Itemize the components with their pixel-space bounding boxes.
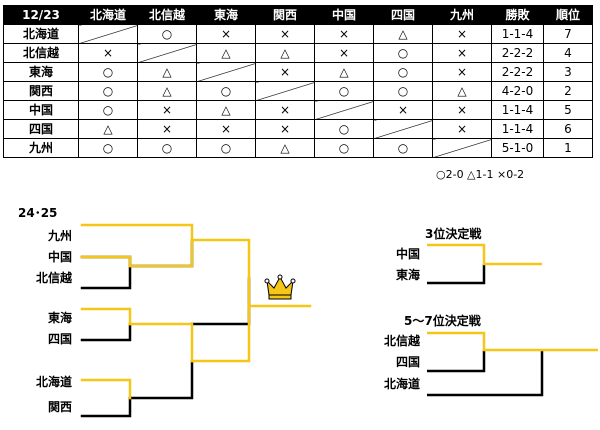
fifth-place-title: 5～7位決定戦 [404,313,482,328]
bracket-date: 24･25 [18,206,57,220]
third-team-1: 中国 [396,246,420,261]
result-cell: ○ [78,138,138,158]
legend: ○2-0 △1-1 ×0-2 [436,168,525,181]
result-cell: ○ [196,138,256,158]
fifth-team-2: 四国 [396,355,420,369]
main-team-6: 北海道 [36,374,72,389]
win-loss-header: 勝敗 [491,5,544,25]
diagonal-cell [196,62,256,82]
main-bracket-lines [80,223,312,418]
result-cell: ○ [314,138,374,158]
diagonal-cell [432,138,492,158]
column-header: 関西 [255,5,315,25]
record-cell: 5-1-0 [491,138,544,158]
corner-date: 12/23 [3,5,79,25]
fifth-team-1: 北信越 [384,333,421,348]
main-team-3: 北信越 [36,270,73,285]
column-header: 北海道 [78,5,138,25]
third-place-title: 3位決定戦 [425,226,482,241]
diagonal-cell [137,43,197,63]
third-place-lines [427,243,542,285]
rank-cell: 1 [543,138,593,158]
main-team-1: 九州 [47,228,72,243]
diagonal-cell [314,100,374,120]
fifth-place-lines [427,331,598,397]
fifth-team-3: 北海道 [384,376,420,391]
row-team: 九州 [3,138,79,158]
main-team-4: 東海 [48,310,72,325]
column-header: 四国 [373,5,433,25]
main-team-5: 四国 [48,332,72,346]
crown-icon [264,274,296,300]
column-header: 北信越 [137,5,197,25]
main-team-7: 関西 [48,400,72,414]
main-team-2: 中国 [48,249,72,264]
record-cell: 1-1-4 [491,100,544,120]
third-team-2: 東海 [396,267,420,282]
column-header: 中国 [314,5,374,25]
